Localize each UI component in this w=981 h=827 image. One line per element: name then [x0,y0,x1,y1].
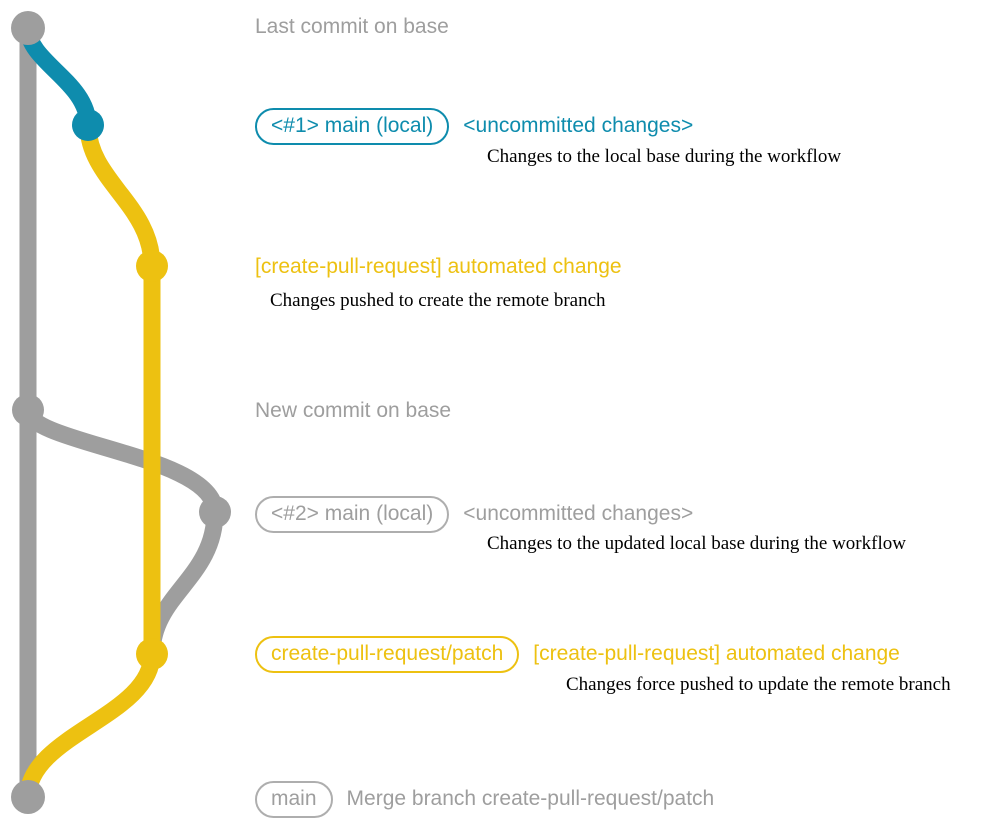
commit-node-patch-2[interactable] [136,638,168,670]
commit-node-local-2[interactable] [199,496,231,528]
commit-message-merge: Merge branch create-pull-request/patch [346,787,715,810]
commit-message-local-2: <uncommitted changes> [463,502,694,525]
branch-badge-patch[interactable]: create-pull-request/patch [255,636,520,673]
description-local-commit-1: Changes to the local base during the wor… [487,146,842,167]
branch-badge-local-2[interactable]: <#2> main (local) [255,496,450,533]
description-remote-commit-2: Changes force pushed to update the remot… [566,674,951,695]
row-local-commit-2: <#2> main (local) <uncommitted changes> [255,496,693,533]
row-local-commit-1: <#1> main (local) <uncommitted changes> [255,108,693,145]
commit-message-local-1: <uncommitted changes> [463,114,694,137]
commit-node-base-new[interactable] [12,394,44,426]
description-local-commit-2: Changes to the updated local base during… [487,533,906,554]
commit-message-remote-2: [create-pull-request] automated change [533,642,900,665]
row-remote-commit-2: create-pull-request/patch [create-pull-r… [255,636,900,673]
commit-node-base-merge[interactable] [11,780,45,814]
row-merge-commit: main Merge branch create-pull-request/pa… [255,781,714,818]
patch-merge-line [19,645,161,806]
branch-badge-local-1[interactable]: <#1> main (local) [255,108,450,145]
branch-badge-main[interactable]: main [255,781,333,818]
commit-node-base-last[interactable] [11,11,45,45]
commit-message-remote-1: [create-pull-request] automated change [255,255,622,278]
label-new-commit-on-base: New commit on base [255,399,452,422]
description-remote-commit-1: Changes pushed to create the remote bran… [270,290,606,311]
commit-node-local-1[interactable] [72,109,104,141]
commit-node-patch-1[interactable] [136,250,168,282]
label-last-commit-on-base: Last commit on base [255,15,449,38]
